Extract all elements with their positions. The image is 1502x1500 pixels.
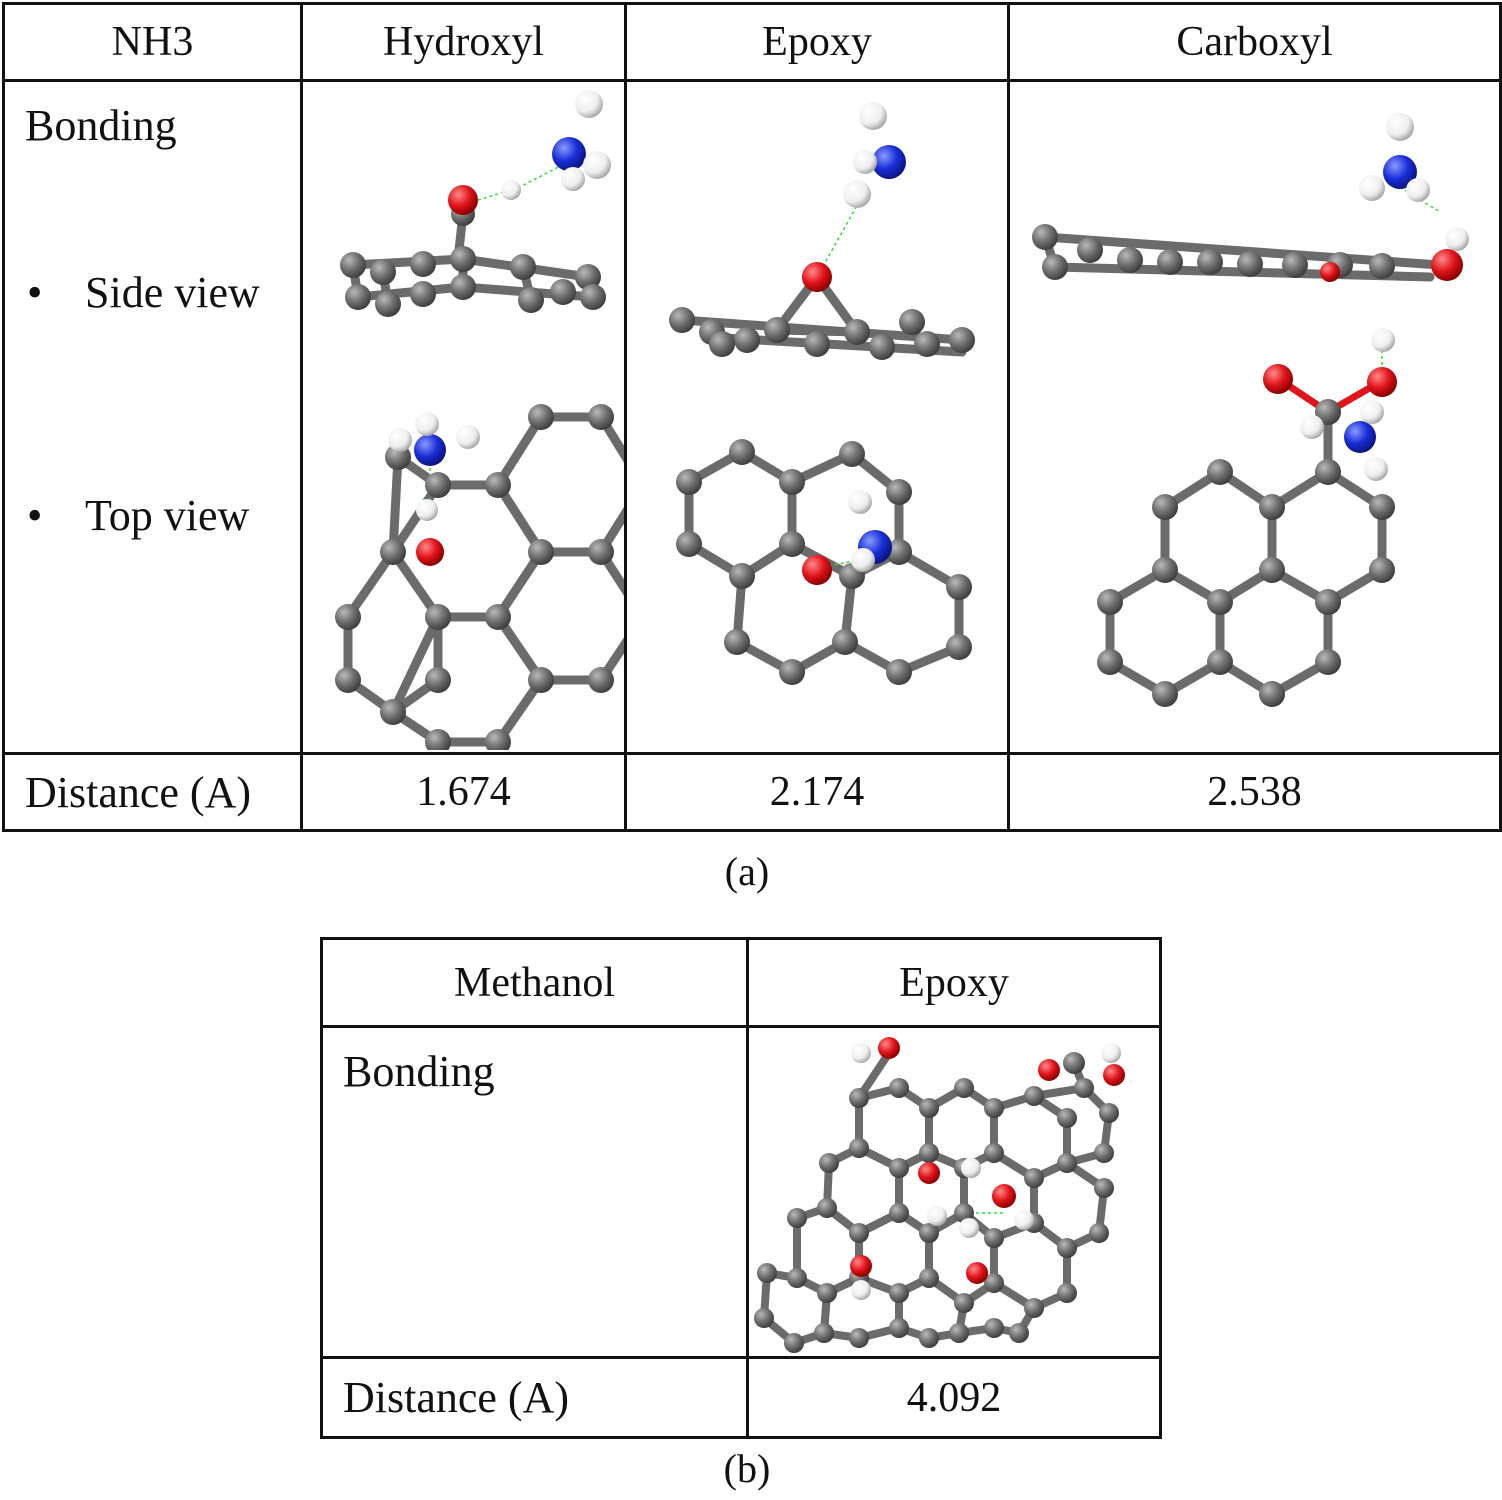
top-view-item: • Top view <box>27 490 249 541</box>
epoxy-structures-cell <box>624 79 1010 755</box>
bullet-icon: • <box>27 268 43 317</box>
bonding-label-cell: Bonding • Side view • Top view <box>2 79 303 755</box>
distance-carboxyl: 2.538 <box>1007 752 1502 832</box>
side-view-label: Side view <box>85 268 260 317</box>
distance-epoxy: 2.174 <box>624 752 1010 832</box>
table-b-distance-row: Distance (A) 4.092 <box>320 1356 1162 1439</box>
distance-methanol-epoxy: 4.092 <box>746 1356 1162 1439</box>
bonding-label-cell-b: Bonding <box>320 1025 749 1359</box>
header-nh3: NH3 <box>2 2 303 82</box>
header-carboxyl: Carboxyl <box>1007 2 1502 82</box>
carboxyl-molecule-image <box>1032 113 1469 707</box>
table-a: NH3 Hydroxyl Epoxy Carboxyl Bonding • Sid… <box>2 2 1502 832</box>
methanol-molecule-image <box>754 1037 1125 1353</box>
distance-label-b: Distance (A) <box>320 1356 749 1439</box>
table-b-header-row: Methanol Epoxy <box>320 937 1162 1028</box>
carboxyl-structures-cell <box>1007 79 1502 755</box>
header-epoxy-b: Epoxy <box>746 937 1162 1028</box>
hydroxyl-molecule-image <box>335 90 624 750</box>
header-methanol: Methanol <box>320 937 749 1028</box>
caption-a: (a) <box>724 849 770 894</box>
methanol-epoxy-structure-cell <box>746 1025 1162 1359</box>
table-a-bonding-row: Bonding • Side view • Top view <box>2 79 1502 755</box>
table-b-bonding-row: Bonding <box>320 1025 1162 1359</box>
epoxy-molecule-image <box>669 102 975 685</box>
caption-b: (b) <box>723 1446 771 1491</box>
table-b: Methanol Epoxy Bonding <box>320 937 1162 1439</box>
bonding-label: Bonding <box>25 101 177 150</box>
bullet-icon: • <box>27 491 43 540</box>
top-view-label: Top view <box>85 491 250 540</box>
table-a-header-row: NH3 Hydroxyl Epoxy Carboxyl <box>2 2 1502 82</box>
side-view-item: • Side view <box>27 267 260 318</box>
distance-hydroxyl: 1.674 <box>300 752 627 832</box>
bonding-label-b: Bonding <box>343 1047 495 1096</box>
table-a-distance-row: Distance (A) 1.674 2.174 2.538 <box>2 752 1502 832</box>
distance-label: Distance (A) <box>2 752 303 832</box>
header-epoxy: Epoxy <box>624 2 1010 82</box>
header-hydroxyl: Hydroxyl <box>300 2 627 82</box>
hydroxyl-structures-cell <box>300 79 627 755</box>
